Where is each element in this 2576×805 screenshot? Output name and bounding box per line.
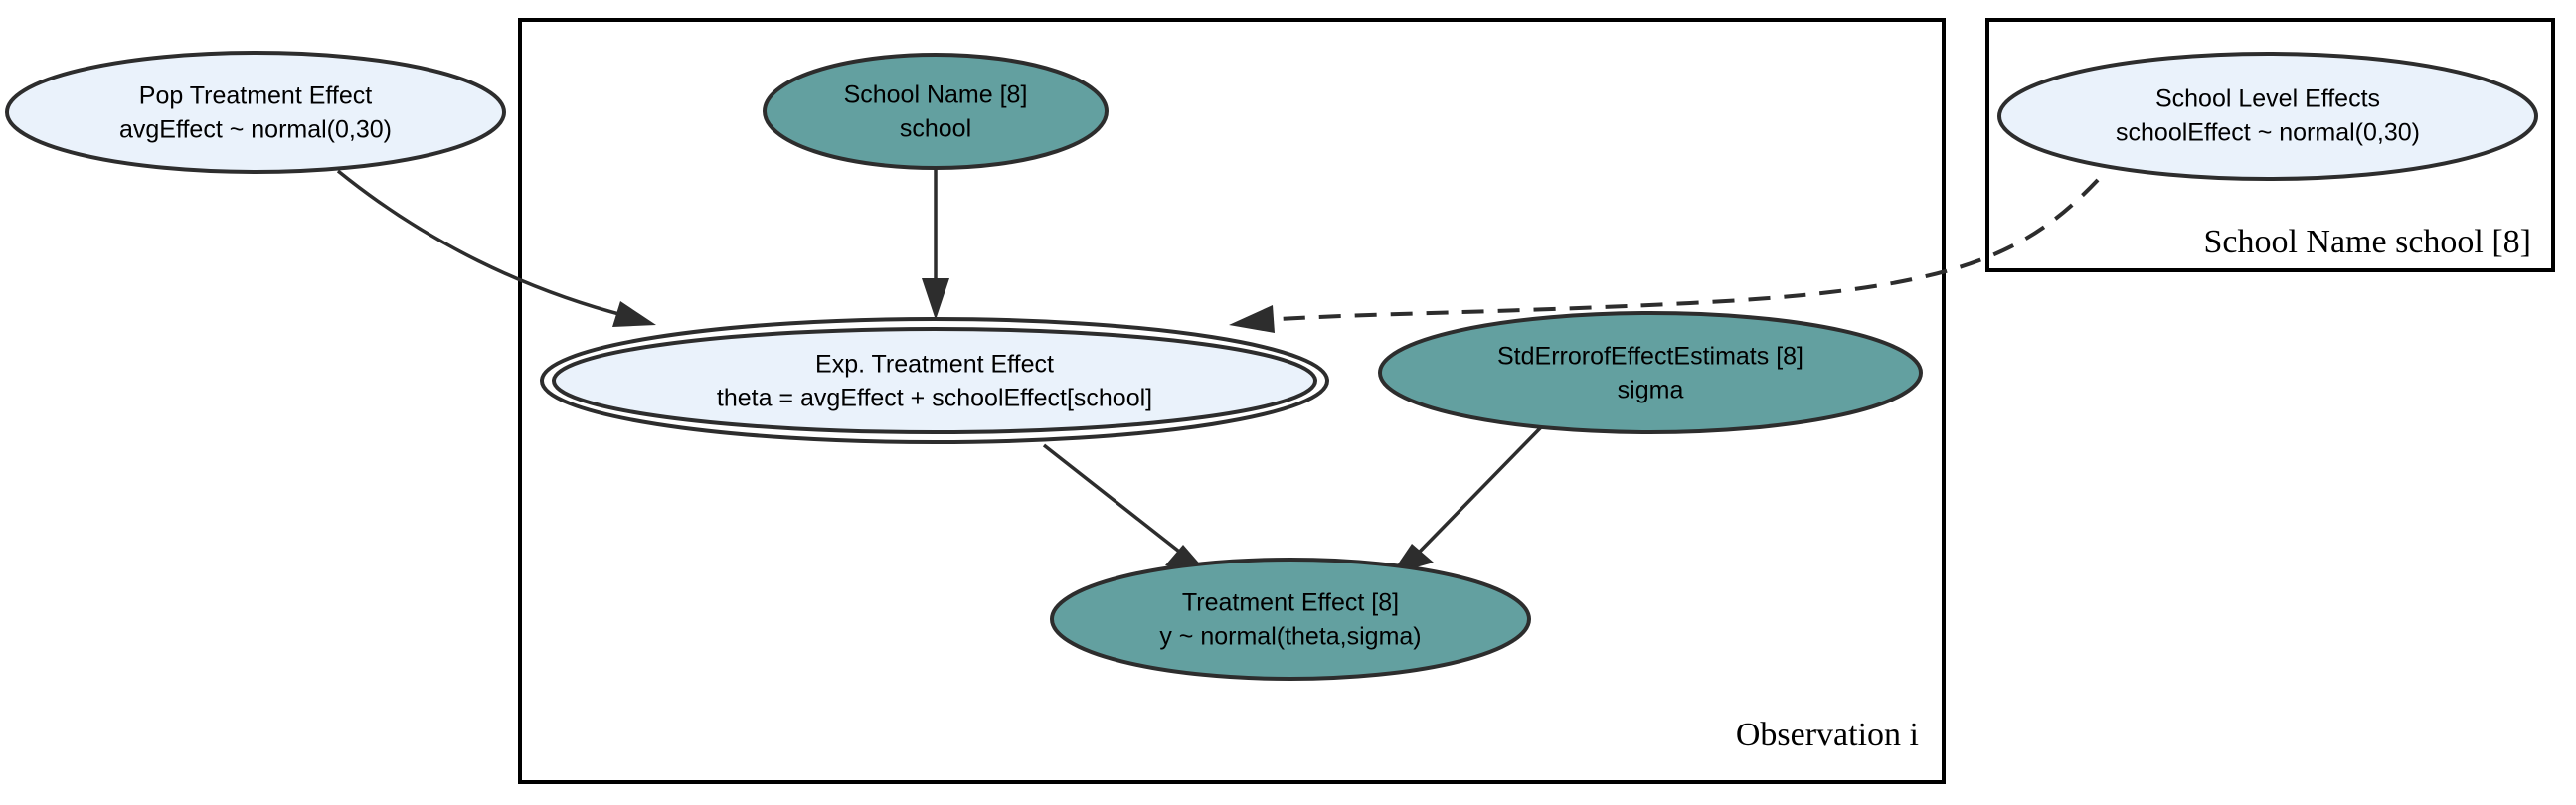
node-school-line1: School Name [8] [844, 81, 1028, 109]
node-avgeffect[interactable]: Pop Treatment Effect avgEffect ~ normal(… [5, 51, 506, 174]
node-schooleffect-shape[interactable] [1997, 52, 2538, 181]
edge-avgeffect-to-theta-arrowhead [612, 301, 656, 327]
edge-schooleffect-to-theta-arrowhead [1229, 305, 1275, 333]
node-theta-outer-shape [540, 317, 1329, 444]
node-sigma-line1: StdErrorofEffectEstimats [8] [1497, 343, 1803, 371]
node-sigma-line2: sigma [1618, 377, 1684, 404]
node-schooleffect-line2: schoolEffect ~ normal(0,30) [2116, 119, 2420, 147]
plate-observation-border [518, 18, 1946, 784]
node-y-line1: Treatment Effect [8] [1182, 589, 1399, 617]
plate-school-label: School Name school [8] [2203, 224, 2531, 260]
edge-schooleffect-to-theta [1229, 178, 2100, 333]
node-sigma[interactable]: StdErrorofEffectEstimats [8] sigma [1378, 311, 1923, 434]
node-y[interactable]: Treatment Effect [8] y ~ normal(theta,si… [1050, 558, 1531, 681]
plate-observation: Observation i [518, 18, 1946, 784]
edge-theta-to-y [1042, 443, 1209, 574]
edge-sigma-to-y-line [1415, 423, 1545, 557]
node-sigma-shape[interactable] [1378, 311, 1923, 434]
node-school[interactable]: School Name [8] school [763, 53, 1109, 170]
edge-theta-to-y-line [1042, 443, 1185, 557]
node-theta[interactable]: Exp. Treatment Effect theta = avgEffect … [540, 317, 1329, 444]
plate-school-border [1985, 18, 2555, 272]
node-y-shape[interactable] [1050, 558, 1531, 681]
edge-avgeffect-to-theta-line [336, 169, 627, 318]
node-theta-line1: Exp. Treatment Effect [815, 351, 1054, 379]
node-theta-shape[interactable] [552, 327, 1317, 434]
edge-sigma-to-y [1391, 423, 1545, 574]
edge-school-to-theta [922, 169, 949, 320]
node-schooleffect-line1: School Level Effects [2155, 85, 2380, 113]
node-y-line2: y ~ normal(theta,sigma) [1159, 623, 1421, 651]
node-theta-line2: theta = avgEffect + schoolEffect[school] [717, 385, 1152, 412]
plate-observation-label: Observation i [1736, 717, 1919, 753]
edge-schooleffect-to-theta-line [1262, 178, 2100, 322]
node-schooleffect[interactable]: School Level Effects schoolEffect ~ norm… [1997, 52, 2538, 181]
edge-avgeffect-to-theta [336, 169, 656, 327]
node-school-line2: school [900, 115, 971, 143]
node-avgeffect-line1: Pop Treatment Effect [139, 82, 372, 110]
edge-school-to-theta-arrowhead [922, 278, 949, 320]
node-school-shape[interactable] [763, 53, 1109, 170]
node-avgeffect-shape[interactable] [5, 51, 506, 174]
node-avgeffect-line2: avgEffect ~ normal(0,30) [119, 116, 392, 144]
plate-school: School Name school [8] [1985, 18, 2555, 272]
